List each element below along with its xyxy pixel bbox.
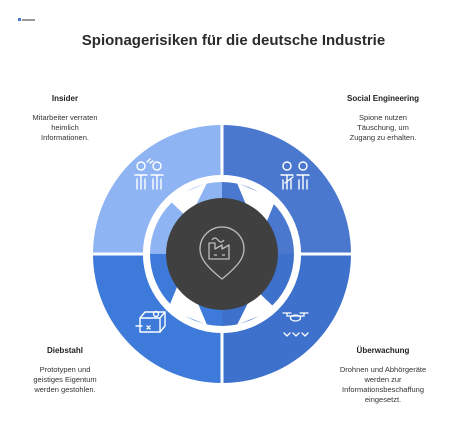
insider-block: Insider Mitarbeiter verraten heimlich In… [0,94,130,143]
social-engineering-description: Spione nutzen Täuschung, um Zugang zu er… [349,113,417,142]
segment-insider[interactable] [93,125,222,254]
ueberwachung-description: Drohnen und Abhörgeräte werden zur Infor… [339,365,427,404]
segment-ueberwachung[interactable] [222,254,351,383]
insider-description: Mitarbeiter verraten heimlich Informatio… [32,113,98,142]
presenter-icon [280,161,310,190]
ueberwachung-heading: Überwachung [356,346,410,355]
factory-location-icon [199,226,245,280]
people-whispering-icon [134,158,164,190]
insider-heading: Insider [51,94,79,103]
social-engineering-block: Social Engineering Spione nutzen Täuschu… [318,94,448,143]
page-title: Spionagerisiken für die deutsche Industr… [81,32,386,49]
segment-separators [92,124,352,384]
diebstahl-block: Diebstahl Prototypen und geistiges Eigen… [0,346,130,395]
brand-logo [18,11,36,21]
ueberwachung-block: Überwachung Drohnen und Abhörgeräte werd… [318,346,448,405]
segment-social-engineering[interactable] [222,125,351,254]
stolen-box-icon [135,310,166,333]
drone-icon [282,312,309,337]
center-circle [166,198,278,310]
diebstahl-heading: Diebstahl [46,346,83,355]
social-engineering-heading: Social Engineering [346,94,419,103]
diebstahl-description: Prototypen und geistiges Eigentum werden… [33,365,97,394]
